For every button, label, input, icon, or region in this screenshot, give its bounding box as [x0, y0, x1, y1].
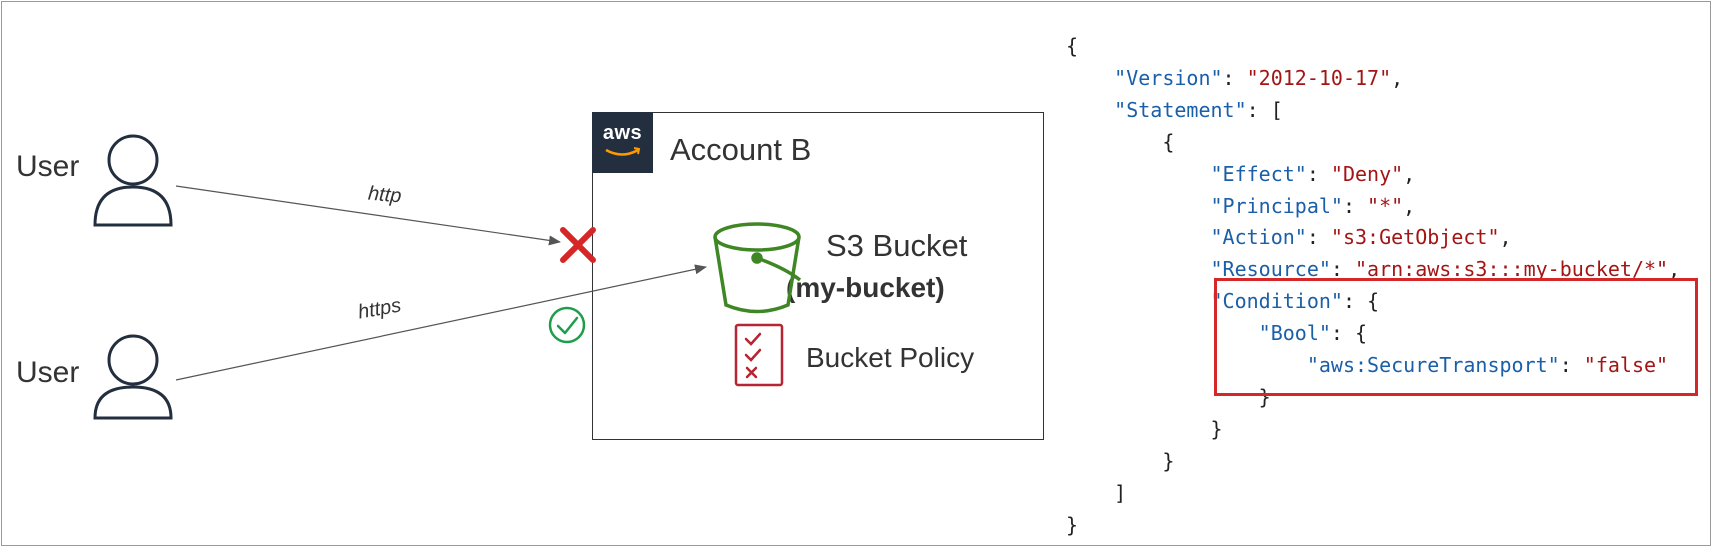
aws-logo: aws	[592, 112, 653, 173]
bucket-policy-json: { "Version": "2012-10-17", "Statement": …	[1066, 34, 1681, 537]
bucket-policy-icon	[734, 323, 784, 387]
https-arrow	[175, 264, 707, 381]
s3-bucket-title: S3 Bucket	[826, 228, 968, 263]
account-title: Account B	[670, 132, 812, 167]
s3-bucket-id: (my-bucket)	[786, 272, 945, 303]
json-version-value: "2012-10-17"	[1246, 65, 1392, 90]
user-label-top: User	[16, 150, 80, 183]
json-action-key: "Action"	[1210, 225, 1307, 250]
x-icon	[560, 227, 596, 263]
user-icon-top	[93, 134, 173, 227]
condition-highlight-box	[1214, 278, 1698, 396]
json-condition-key: "Condition"	[1210, 289, 1343, 314]
user-label-bottom: User	[16, 356, 80, 389]
json-version-key: "Version"	[1114, 65, 1223, 90]
s3-bucket-icon	[713, 222, 802, 314]
json-principal-key: "Principal"	[1210, 193, 1343, 218]
account-box	[592, 112, 1044, 440]
json-effect-key: "Effect"	[1210, 161, 1307, 186]
http-arrow	[175, 185, 561, 246]
json-resource-key: "Resource"	[1210, 257, 1331, 282]
json-resource-value: "arn:aws:s3:::my-bucket/*"	[1355, 257, 1669, 282]
bucket-policy-label: Bucket Policy	[806, 342, 975, 373]
json-action-value: "s3:GetObject"	[1330, 225, 1500, 250]
json-securetransport-key: "aws:SecureTransport"	[1306, 353, 1560, 378]
json-statement-key: "Statement"	[1114, 97, 1247, 122]
user-icon-bottom	[93, 334, 173, 420]
aws-smile-icon	[605, 147, 641, 156]
json-effect-value: "Deny"	[1330, 161, 1404, 186]
json-securetransport-value: "false"	[1583, 353, 1669, 378]
json-principal-value: "*"	[1367, 193, 1404, 218]
check-circle-icon	[548, 306, 586, 344]
aws-logo-text: aws	[602, 122, 643, 144]
json-bool-key: "Bool"	[1258, 321, 1331, 346]
